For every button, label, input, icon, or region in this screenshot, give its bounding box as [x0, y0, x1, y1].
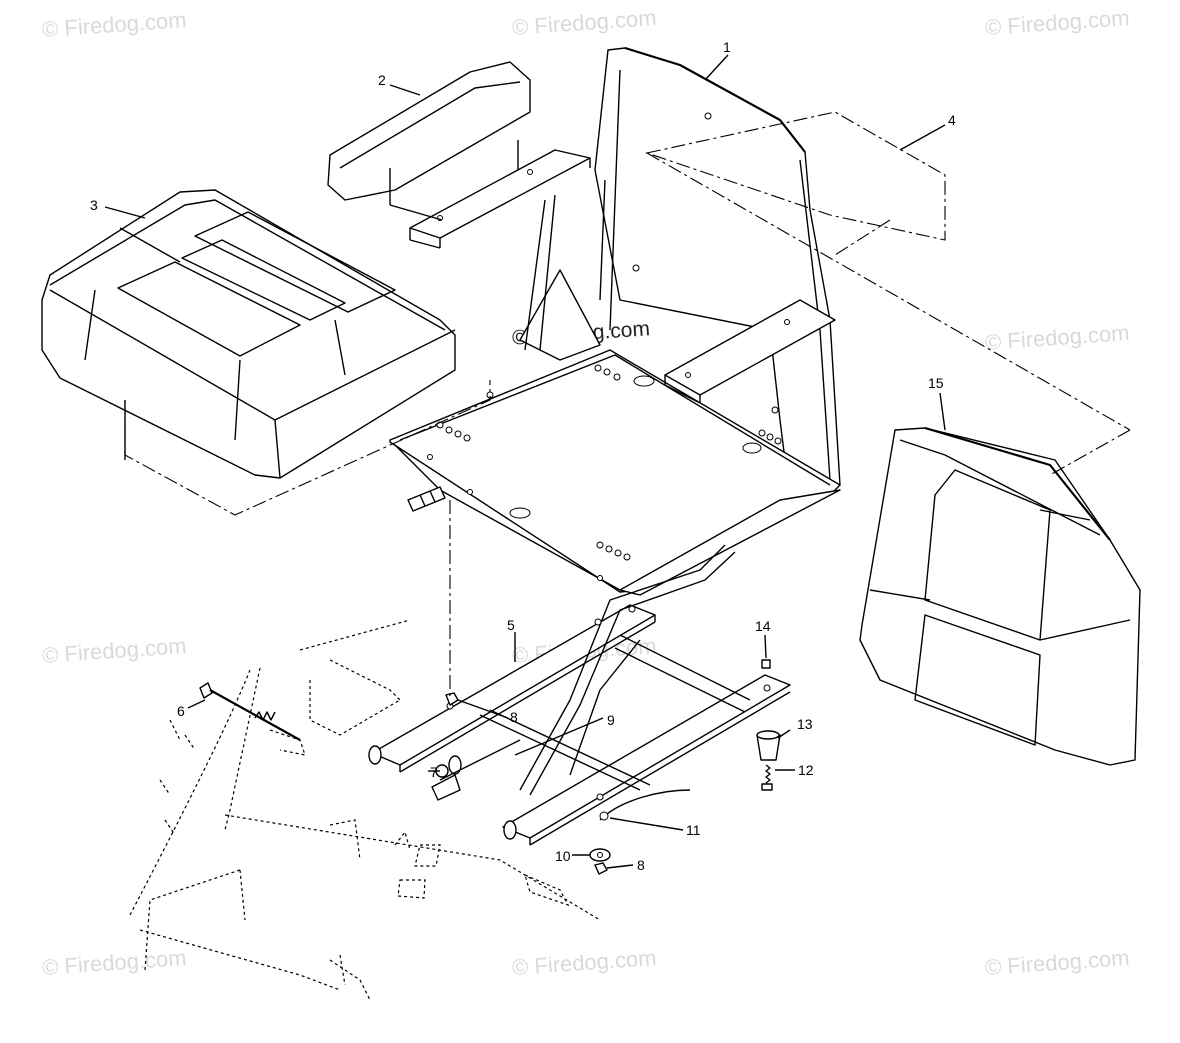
callout-9: 9: [607, 712, 615, 728]
seat-cushion: [41, 189, 456, 479]
callout-1: 1: [723, 39, 731, 55]
callout-3: 3: [90, 197, 98, 213]
callout-8b: 8: [637, 857, 645, 873]
callout-14: 14: [755, 618, 771, 634]
callout-10: 10: [555, 848, 571, 864]
body-reference: [129, 619, 601, 1001]
callouts: 1 2 3 4 5 6 7 8 8 9 10 11 12 13 14 15: [90, 39, 956, 873]
callout-11: 11: [686, 822, 701, 838]
seat-frame: [389, 46, 841, 596]
back-cushion: [859, 426, 1141, 766]
callout-12: 12: [798, 762, 814, 778]
callout-2: 2: [378, 72, 386, 88]
armrest-cushion: [327, 61, 531, 221]
callout-6: 6: [177, 703, 185, 719]
hardware: [199, 659, 781, 875]
callout-8a: 8: [510, 709, 518, 725]
leader-lines: [104, 54, 946, 869]
slide-rails: [368, 544, 791, 846]
callout-15: 15: [928, 375, 944, 391]
decal: [644, 111, 946, 241]
callout-13: 13: [797, 716, 813, 732]
callout-4: 4: [948, 112, 956, 128]
alignment-lines: [124, 152, 1131, 700]
callout-5: 5: [507, 617, 515, 633]
callout-7: 7: [430, 764, 438, 780]
